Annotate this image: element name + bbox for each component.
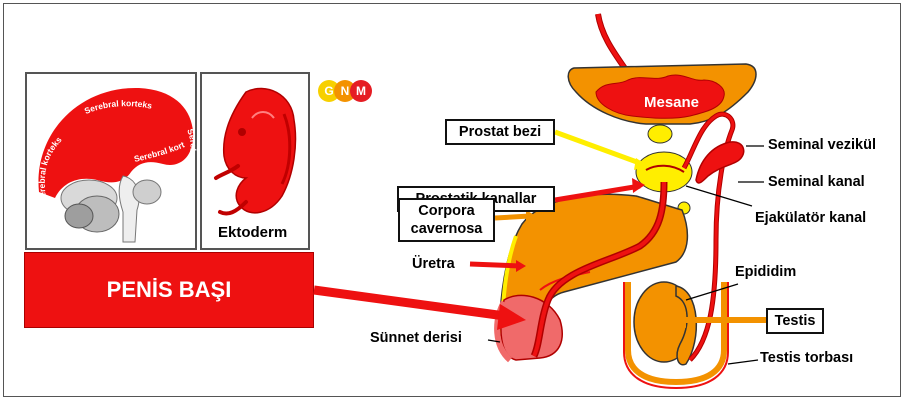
label-seminal-vezikul: Seminal vezikül — [768, 137, 876, 153]
label-testis-torbasi: Testis torbası — [760, 350, 853, 366]
label-ejakulator-kanal: Ejakülatör kanal — [755, 210, 866, 226]
label-uretra: Üretra — [412, 256, 455, 272]
label-sunnet-derisi: Sünnet derisi — [370, 330, 462, 346]
label-mesane: Mesane — [644, 94, 699, 111]
label-corpora-line1: Corpora — [400, 202, 493, 220]
label-corpora-line2: cavernosa — [400, 220, 493, 238]
glans-shape — [501, 295, 562, 360]
label-seminal-kanal: Seminal kanal — [768, 174, 865, 190]
label-corpora-cavernosa: Corpora cavernosa — [398, 198, 495, 242]
label-epididim: Epididim — [735, 264, 796, 280]
label-testis: Testis — [766, 308, 824, 334]
label-prostat-bezi: Prostat bezi — [445, 119, 555, 145]
